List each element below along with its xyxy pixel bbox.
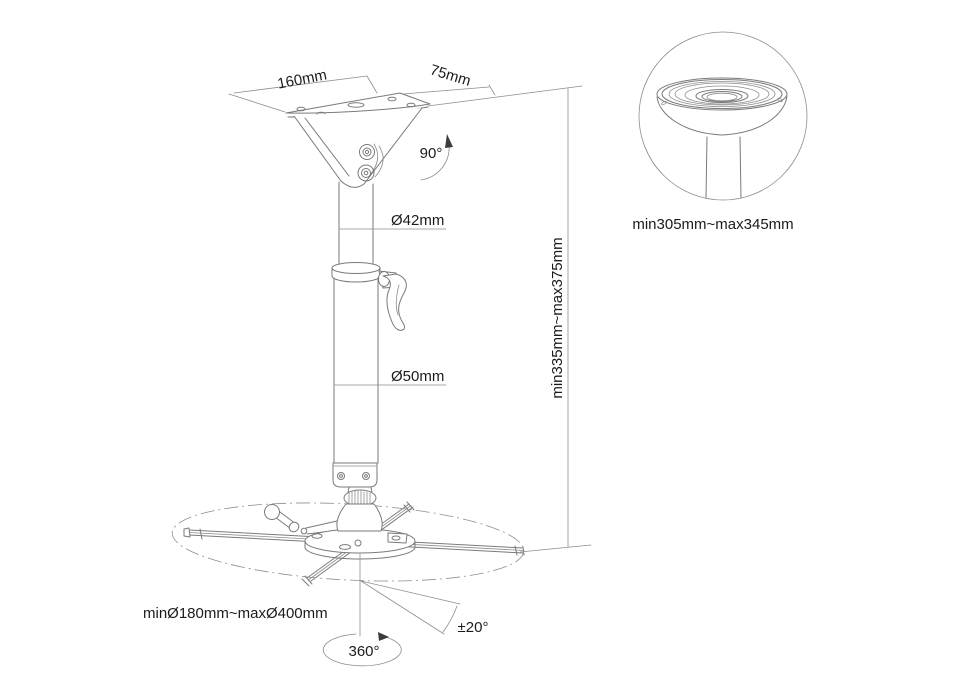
detail-circle bbox=[638, 31, 808, 201]
height-range-label: min335mm~max375mm bbox=[549, 237, 566, 398]
detail-range-label: min305mm~max345mm bbox=[632, 216, 793, 233]
plate-width-dimension-label: 160mm bbox=[276, 66, 328, 92]
lower-tube bbox=[333, 277, 447, 464]
detail-callout bbox=[638, 31, 808, 201]
tube-end-cap bbox=[332, 462, 378, 488]
rotation-arrowhead-icon bbox=[378, 632, 389, 641]
bracket-bolt-upper bbox=[359, 144, 375, 160]
ball-joint bbox=[336, 486, 383, 532]
tilt-angle-label: ±20° bbox=[458, 619, 489, 636]
ceiling-offset-dimension-label: 75mm bbox=[428, 61, 473, 89]
upper-tube-diameter-label: Ø42mm bbox=[391, 212, 444, 229]
rotation-indicator bbox=[322, 632, 402, 667]
height-dimension-line bbox=[519, 87, 592, 553]
arm-span-range-label: minØ180mm~maxØ400mm bbox=[143, 605, 328, 622]
tilt-angle-indicator bbox=[360, 580, 461, 635]
rotation-label: 360° bbox=[348, 643, 379, 660]
detail-tube bbox=[705, 136, 742, 199]
clamp-lever bbox=[378, 270, 407, 331]
swivel-arrowhead-icon bbox=[445, 134, 453, 148]
clamp-collar bbox=[331, 262, 381, 283]
ceiling-reference-lines bbox=[228, 75, 583, 113]
bracket-bolt-lower bbox=[357, 164, 375, 182]
swivel-angle-label: 90° bbox=[420, 145, 443, 162]
plate-center-slot bbox=[347, 102, 365, 108]
lower-tube-diameter-label: Ø50mm bbox=[391, 368, 444, 385]
swivel-angle-indicator bbox=[420, 134, 453, 181]
upper-tube bbox=[338, 181, 447, 265]
adjustment-knob bbox=[264, 504, 341, 535]
joint-bell bbox=[336, 503, 383, 532]
detail-bowl-collar bbox=[656, 77, 788, 136]
swivel-bracket bbox=[293, 107, 423, 188]
